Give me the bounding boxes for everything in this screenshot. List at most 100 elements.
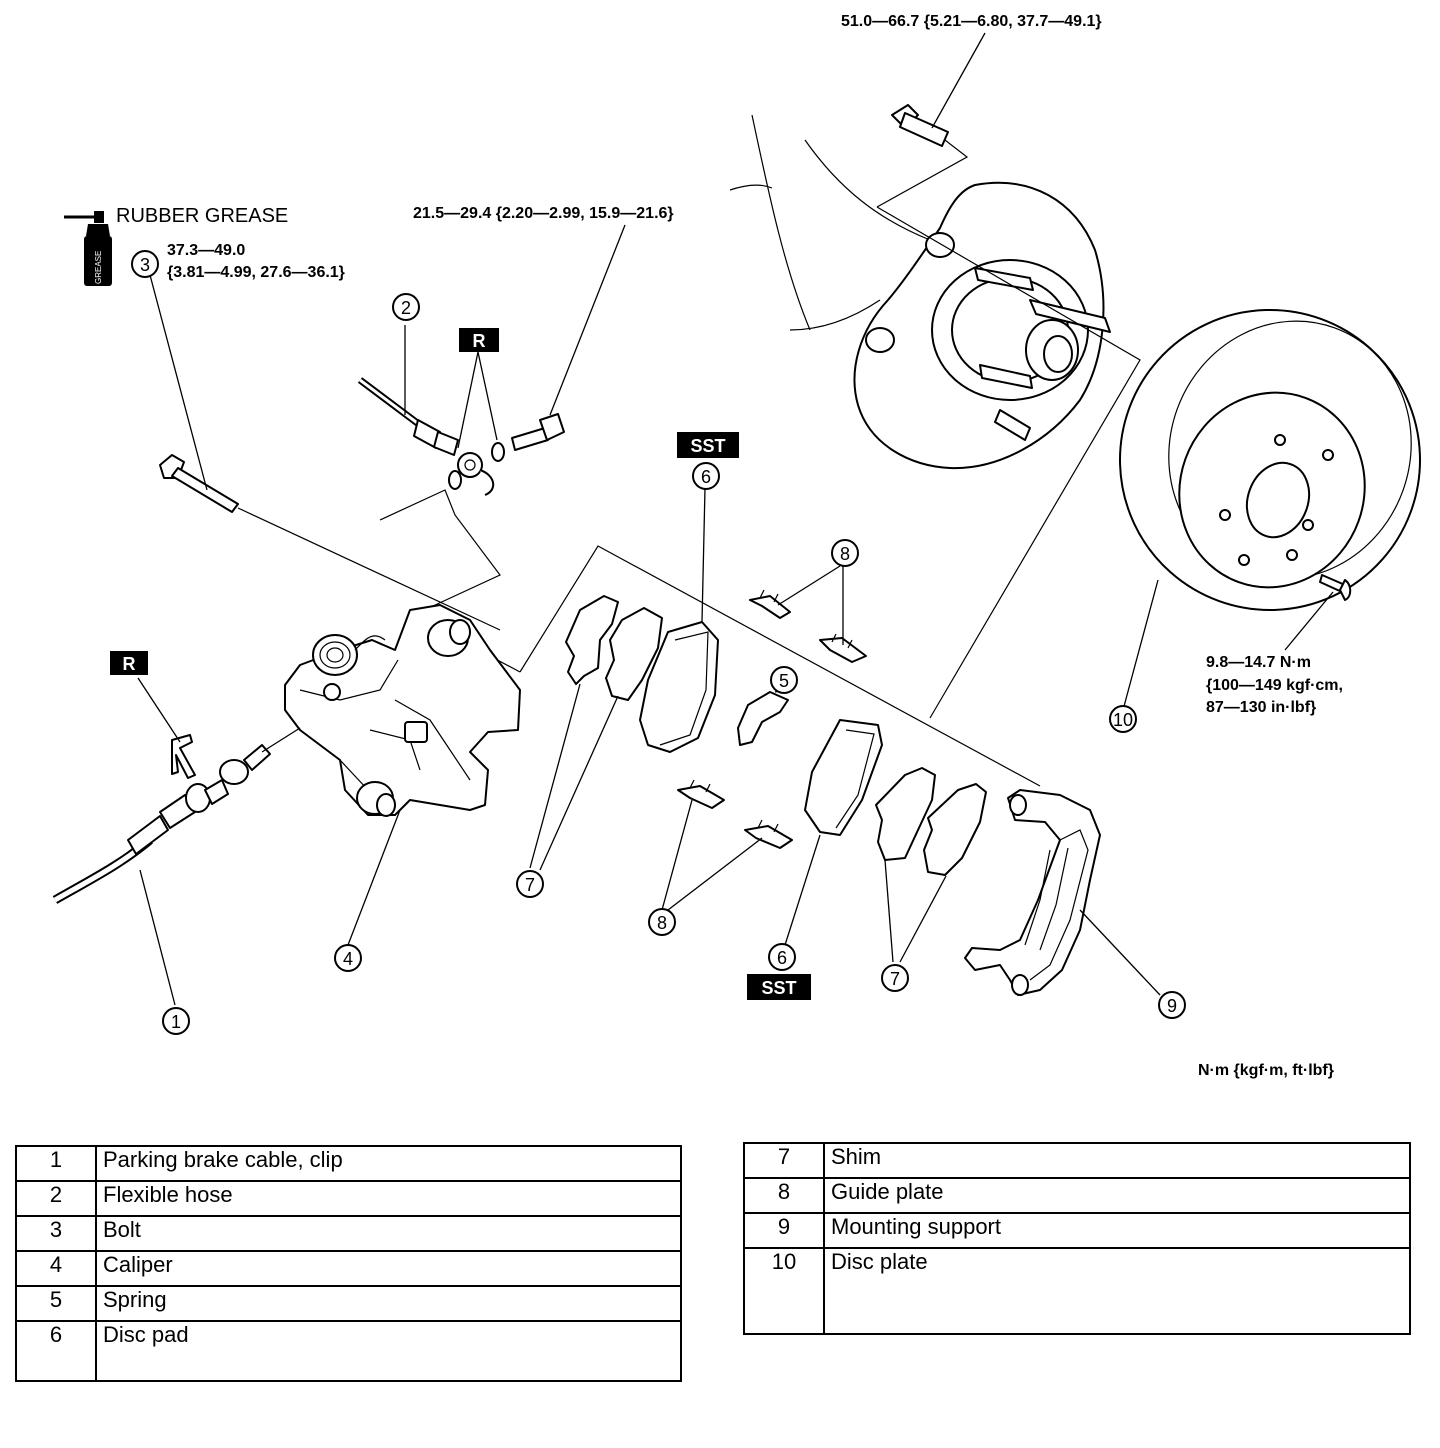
label-circle-8-upper: 8 <box>831 539 859 567</box>
hose-assembly-bracket <box>379 489 501 613</box>
shim-outer-1 <box>875 767 936 861</box>
replace-tag-hose: R <box>457 328 499 449</box>
pad-spring <box>737 689 789 746</box>
part-number: 1 <box>15 1145 97 1182</box>
label-number-1: 1 <box>171 1012 181 1032</box>
hose-bolt-torque-callout: 21.5—29.4 {2.20—2.99, 15.9—21.6} <box>413 205 674 222</box>
part-number: 3 <box>15 1215 97 1252</box>
disc-plate <box>1119 309 1421 711</box>
table-row: 5 Spring <box>15 1285 682 1322</box>
part-number: 6 <box>15 1320 97 1382</box>
sst-tag-upper: SST <box>677 432 739 458</box>
label-circle-5: 5 <box>770 666 798 694</box>
sst-tag-lower: SST <box>747 974 811 1000</box>
shim-inner-1 <box>565 595 619 685</box>
part-name: Spring <box>95 1285 682 1322</box>
label-circle-10: 10 <box>1109 705 1137 733</box>
sst-tag-lower-text: SST <box>761 978 796 998</box>
label-circle-7-right: 7 <box>881 964 909 992</box>
label-circle-1: 1 <box>162 1007 190 1035</box>
shim-outer-2 <box>923 783 987 876</box>
label-number-8-upper: 8 <box>840 544 850 564</box>
grease-can-text: GREASE <box>94 251 103 284</box>
table-row: 8 Guide plate <box>743 1177 1411 1214</box>
guide-plate-upper-1 <box>749 589 791 619</box>
part-name: Shim <box>823 1142 1411 1179</box>
screw-torque-line3: 87—130 in·lbf} <box>1206 699 1316 716</box>
part-number: 7 <box>743 1142 825 1179</box>
disc-screw-icon <box>1319 574 1352 601</box>
flexible-hose <box>357 224 626 496</box>
table-row: 6 Disc pad <box>15 1320 682 1382</box>
label-circle-9: 9 <box>1158 991 1186 1019</box>
disc-pad-inner <box>639 487 719 753</box>
label-circle-6-lower: 6 <box>768 943 796 971</box>
part-name: Guide plate <box>823 1177 1411 1214</box>
label-number-3: 3 <box>140 255 150 275</box>
pad-assembly-bracket <box>519 545 1041 787</box>
guide-plate-lower-1 <box>677 779 725 809</box>
guide-plate-lower-2 <box>744 819 793 849</box>
label-circle-7-left: 7 <box>516 870 544 898</box>
part-name: Parking brake cable, clip <box>95 1145 682 1182</box>
part-name: Disc plate <box>823 1247 1411 1335</box>
bolt-torque-line1: 37.3—49.0 <box>167 242 245 259</box>
replace-tag-clip-text: R <box>123 654 136 674</box>
replace-tag-clip: R <box>110 651 148 675</box>
label-number-5: 5 <box>779 671 789 691</box>
part-name: Disc pad <box>95 1320 682 1382</box>
mounting-support <box>964 789 1161 996</box>
label-circle-8-lower: 8 <box>648 908 676 936</box>
label-number-6-lower: 6 <box>777 948 787 968</box>
caliper <box>284 604 521 946</box>
table-row: 7 Shim <box>743 1142 1411 1179</box>
top-torque-callout: 51.0—66.7 {5.21—6.80, 37.7—49.1} <box>841 13 1102 30</box>
shim-inner-2 <box>605 607 663 701</box>
screw-torque-line2: {100—149 kgf·cm, <box>1206 677 1343 694</box>
parts-table-left: 1 Parking brake cable, clip 2 Flexible h… <box>15 1145 682 1382</box>
part-number: 2 <box>15 1180 97 1217</box>
exploded-brake-diagram: 51.0—66.7 {5.21—6.80, 37.7—49.1} 21.5—29… <box>52 13 1421 1079</box>
part-number: 9 <box>743 1212 825 1249</box>
table-row: 3 Bolt <box>15 1215 682 1252</box>
label-number-2: 2 <box>401 298 411 318</box>
cable-clip <box>137 677 196 779</box>
label-circle-4: 4 <box>334 944 362 972</box>
table-row: 2 Flexible hose <box>15 1180 682 1217</box>
part-name: Bolt <box>95 1215 682 1252</box>
disc-pad-outer <box>784 719 883 946</box>
label-number-9: 9 <box>1167 996 1177 1016</box>
label-number-8-lower: 8 <box>657 913 667 933</box>
label-circle-2: 2 <box>392 293 420 321</box>
hose-bolt-icon <box>511 413 565 451</box>
parts-table-right: 7 Shim 8 Guide plate 9 Mounting support … <box>743 1142 1411 1335</box>
label-number-10: 10 <box>1113 710 1133 730</box>
part-name: Caliper <box>95 1250 682 1287</box>
knuckle-hub-assembly <box>729 32 1141 719</box>
part-number: 8 <box>743 1177 825 1214</box>
grease-label: RUBBER GREASE <box>116 205 288 227</box>
label-number-6-upper: 6 <box>701 467 711 487</box>
label-number-7-left: 7 <box>525 875 535 895</box>
part-name: Flexible hose <box>95 1180 682 1217</box>
grease-can-icon: GREASE <box>64 211 112 286</box>
replace-tag-hose-text: R <box>473 331 486 351</box>
table-row: 9 Mounting support <box>743 1212 1411 1249</box>
label-circle-3: 3 <box>131 250 159 278</box>
table-row: 4 Caliper <box>15 1250 682 1287</box>
caliper-bolt <box>149 274 501 631</box>
units-label: N·m {kgf·m, ft·lbf} <box>1198 1062 1334 1079</box>
part-number: 5 <box>15 1285 97 1322</box>
table-row: 10 Disc plate <box>743 1247 1411 1335</box>
label-number-4: 4 <box>343 949 353 969</box>
guide-plate-upper-2 <box>819 633 867 663</box>
screw-torque-line1: 9.8—14.7 N·m <box>1206 654 1311 671</box>
part-number: 4 <box>15 1250 97 1287</box>
label-number-7-right: 7 <box>890 969 900 989</box>
caliper-spring-coil <box>312 634 386 676</box>
label-circle-6-upper: 6 <box>692 462 720 490</box>
table-row: 1 Parking brake cable, clip <box>15 1145 682 1182</box>
bolt-torque-line2: {3.81—4.99, 27.6—36.1} <box>167 264 345 281</box>
knuckle-bolt-icon <box>891 104 949 147</box>
part-number: 10 <box>743 1247 825 1335</box>
